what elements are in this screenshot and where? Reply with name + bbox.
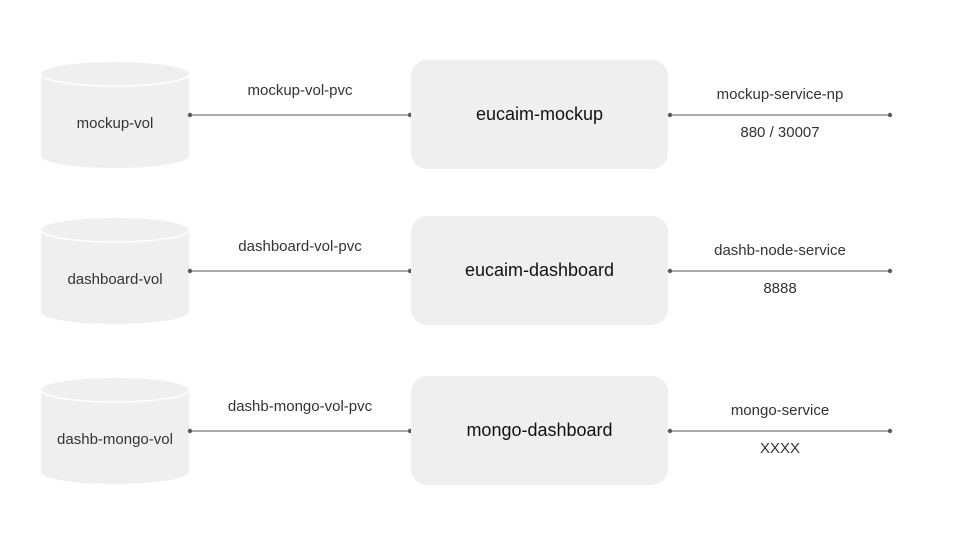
port-label: 880 / 30007 <box>740 124 820 141</box>
pvc-connector <box>187 426 413 436</box>
volume-label: mockup-vol <box>76 114 154 132</box>
pvc-connector <box>187 110 413 120</box>
row-mockup: mockup-vol mockup-vol-pvc eucaim-mockup … <box>0 60 960 172</box>
deployment-box: eucaim-dashboard <box>411 216 668 325</box>
service-label: mongo-service <box>730 402 830 419</box>
deployment-box: eucaim-mockup <box>411 60 668 169</box>
service-connector <box>667 266 893 276</box>
volume-label: dashboard-vol <box>67 270 163 288</box>
pvc-label: dashb-mongo-vol-pvc <box>227 398 373 415</box>
service-connector <box>667 110 893 120</box>
port-label: 8888 <box>763 280 797 297</box>
deployment-box: mongo-dashboard <box>411 376 668 485</box>
pvc-connector <box>187 266 413 276</box>
service-label: mockup-service-np <box>716 86 844 103</box>
volume-cylinder: dashboard-vol <box>40 216 190 328</box>
pvc-label: dashboard-vol-pvc <box>238 238 362 255</box>
cylinder-shape <box>40 378 190 484</box>
service-label: dashb-node-service <box>714 242 846 259</box>
cylinder-shape <box>40 62 190 168</box>
row-mongo: dashb-mongo-vol dashb-mongo-vol-pvc mong… <box>0 376 960 488</box>
volume-cylinder: mockup-vol <box>40 60 190 172</box>
volume-cylinder: dashb-mongo-vol <box>40 376 190 488</box>
cylinder-shape <box>40 218 190 324</box>
service-connector <box>667 426 893 436</box>
volume-label: dashb-mongo-vol <box>57 430 173 448</box>
row-dashboard: dashboard-vol dashboard-vol-pvc eucaim-d… <box>0 216 960 328</box>
port-label: XXXX <box>759 440 801 457</box>
pvc-label: mockup-vol-pvc <box>247 82 353 99</box>
